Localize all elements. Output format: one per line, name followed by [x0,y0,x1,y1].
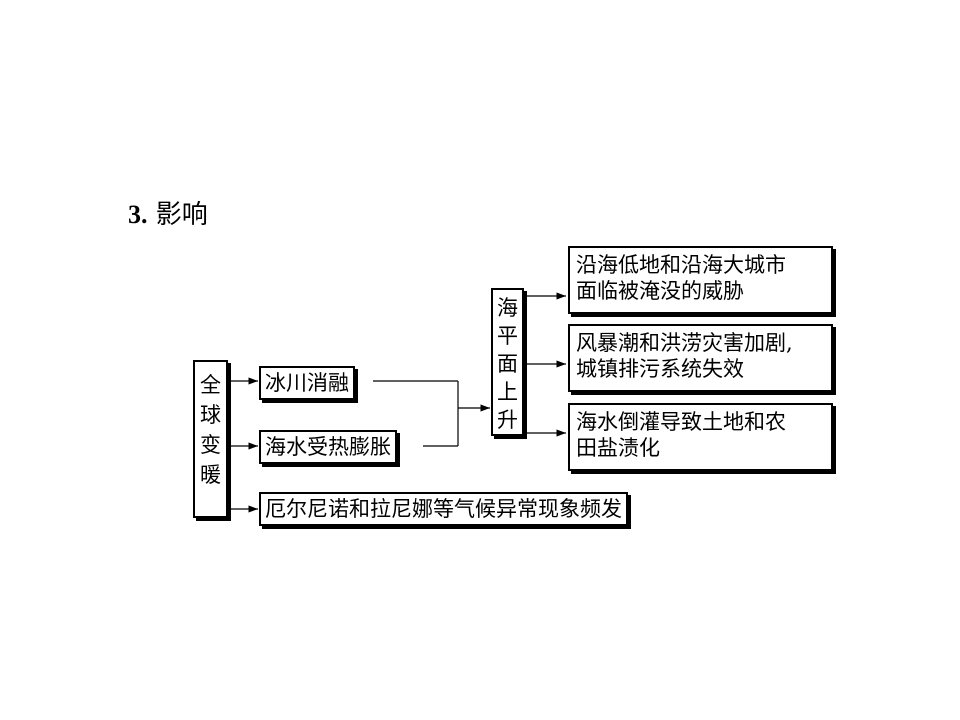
effect-line: 面临被淹没的威胁 [576,279,744,303]
effect-box-flooding: 沿海低地和沿海大城市 面临被淹没的威胁 [568,246,833,314]
global-warming-char: 暖 [200,463,221,487]
effect-line: 风暴潮和洪涝灾害加剧, [576,331,793,355]
effect-line: 海水倒灌导致土地和农 [576,410,786,434]
effect-line: 城镇排污系统失效 [576,357,744,381]
sea-level-char: 平 [497,324,518,348]
sea-level-char: 面 [497,352,518,376]
global-warming-char: 球 [200,403,221,427]
enso-box: 厄尔尼诺和拉尼娜等气候异常现象频发 [259,492,628,526]
effect-line: 田盐渍化 [576,436,660,460]
global-warming-char: 变 [200,433,221,457]
sea-level-rise-box: 海 平 面 上 升 [491,288,524,436]
global-warming-box: 全 球 变 暖 [193,360,228,518]
section-heading: 3. 影响 [128,194,208,231]
effect-line: 沿海低地和沿海大城市 [576,253,786,277]
thermal-expansion-box: 海水受热膨胀 [259,430,397,464]
global-warming-char: 全 [200,373,221,397]
sea-level-char: 升 [497,408,518,432]
section-number: 3. [128,200,148,229]
section-title: 影响 [155,200,208,230]
effect-box-storm-surge: 风暴潮和洪涝灾害加剧, 城镇排污系统失效 [568,324,833,392]
glacier-melt-box: 冰川消融 [259,366,355,400]
sea-level-char: 海 [497,296,518,320]
effect-box-salinization: 海水倒灌导致土地和农 田盐渍化 [568,403,833,471]
sea-level-char: 上 [497,380,518,404]
